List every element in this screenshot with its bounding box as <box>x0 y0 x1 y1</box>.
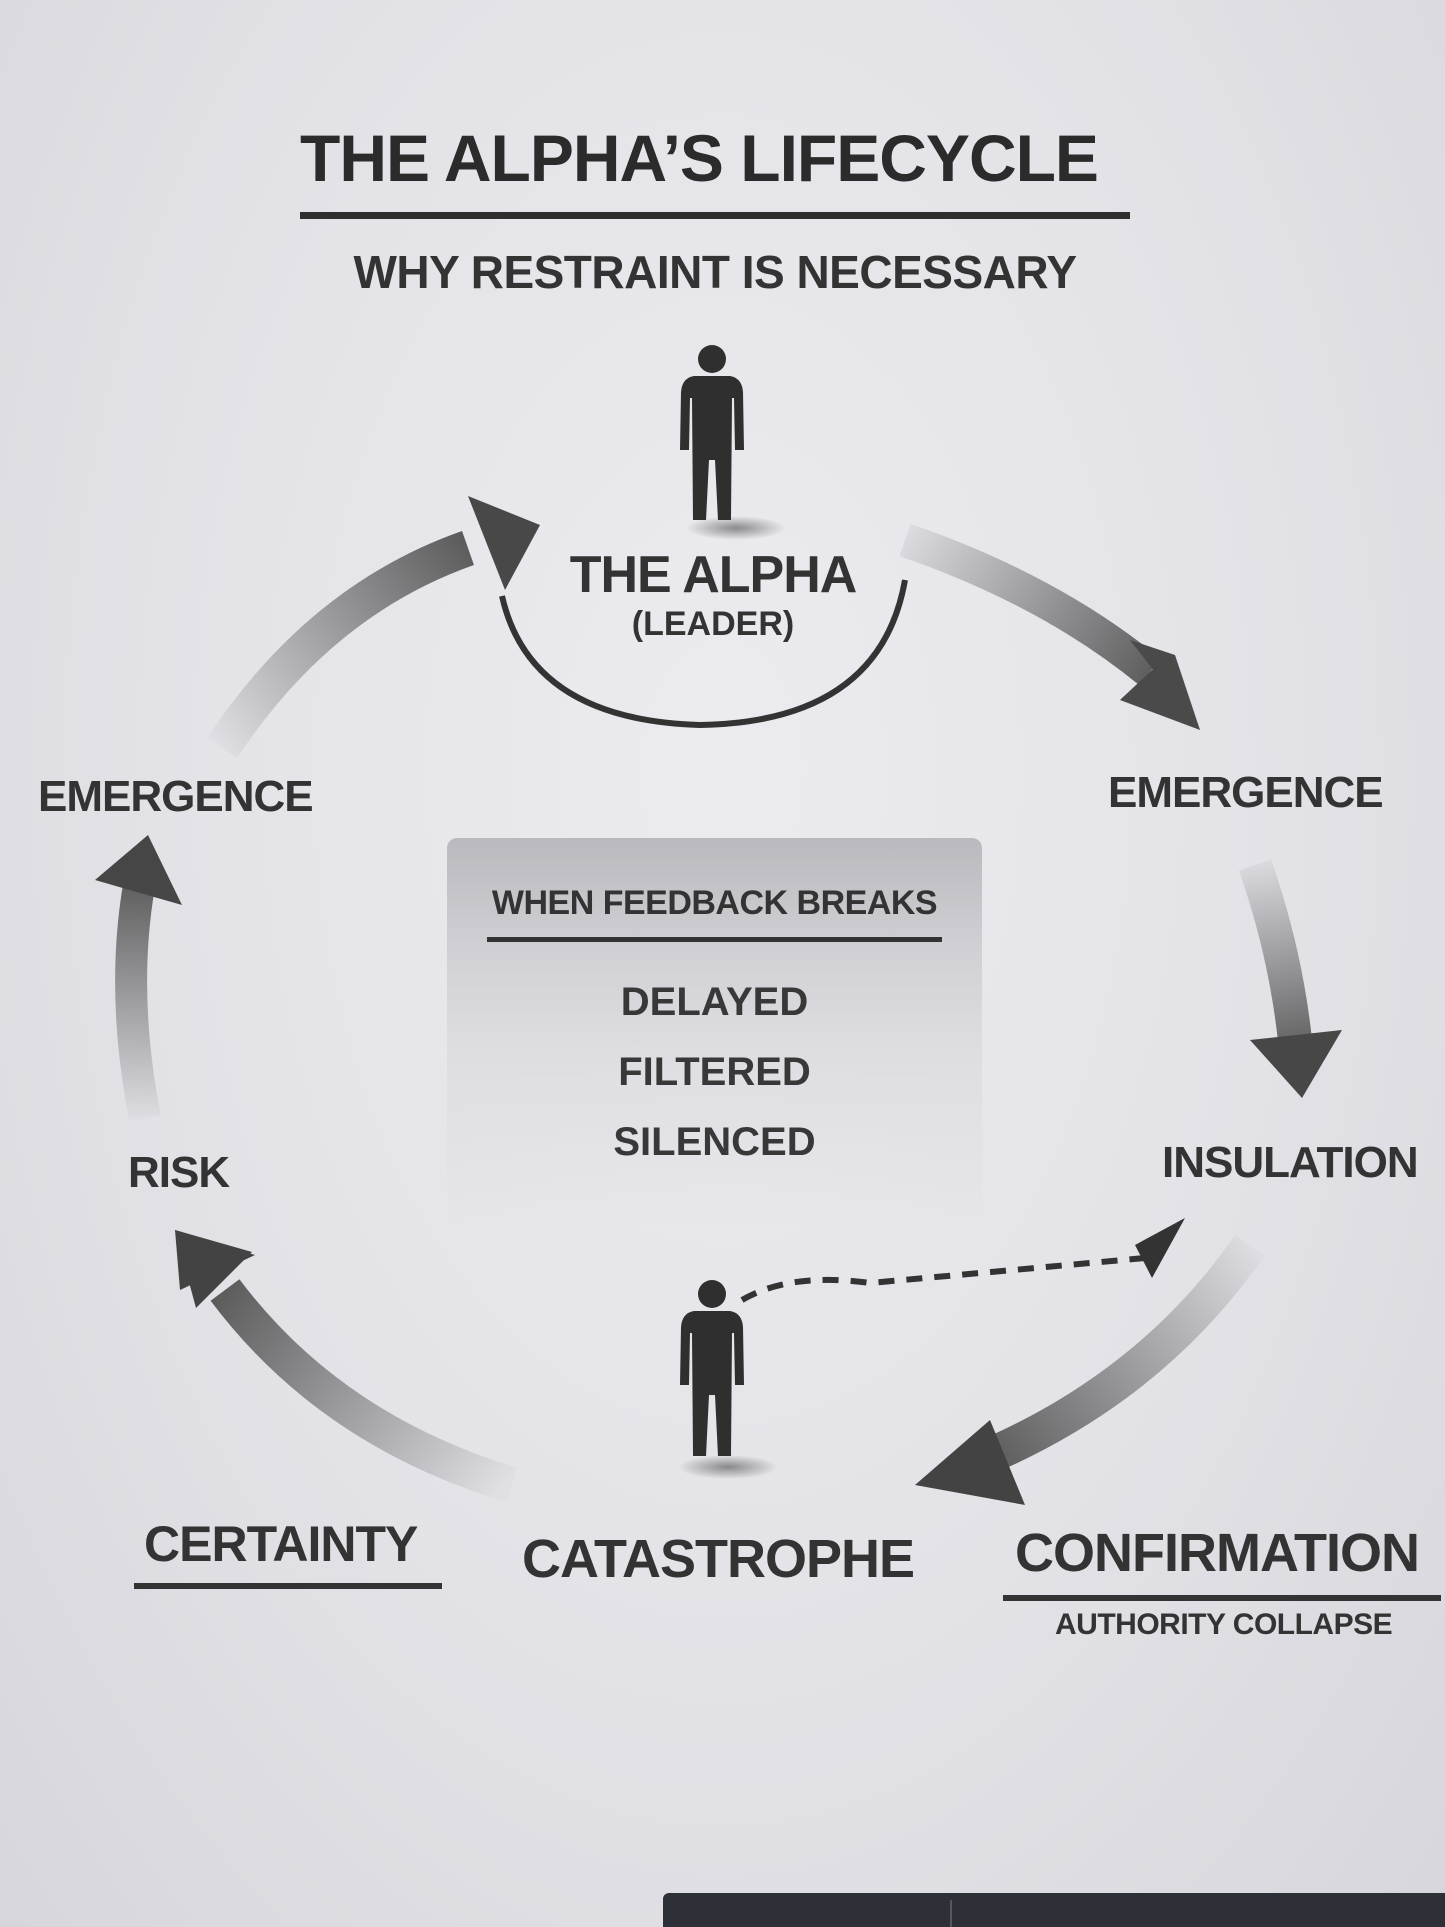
stage-certainty: CERTAINTY <box>144 1516 418 1572</box>
feedback-item-filtered: FILTERED <box>618 1050 811 1094</box>
stage-catastrophe: CATASTROPHE <box>522 1529 915 1589</box>
feedback-panel <box>447 838 982 1228</box>
stage-emergence-right: EMERGENCE <box>1108 768 1384 817</box>
arrow-emergence-to-alpha <box>206 496 540 758</box>
stage-confirmation: CONFIRMATION <box>1015 1523 1420 1583</box>
person-silhouette-icon <box>680 345 786 540</box>
certainty-underline <box>134 1583 442 1589</box>
confirmation-subtitle: AUTHORITY COLLAPSE <box>1055 1608 1393 1641</box>
alpha-label: THE ALPHA <box>569 546 858 604</box>
arrow-emergence-to-insulation <box>1238 859 1342 1098</box>
confirmation-underline <box>1003 1595 1441 1601</box>
alpha-base-arc <box>499 579 908 729</box>
dotted-feedback-arrow <box>740 1218 1185 1303</box>
page-subtitle: WHY RESTRAINT IS NECESSARY <box>353 246 1077 298</box>
person-silhouette-icon <box>678 1280 778 1479</box>
taskbar-divider <box>950 1900 952 1927</box>
title-underline <box>300 212 1130 219</box>
feedback-panel-divider <box>487 937 942 942</box>
arrow-catastrophe-to-risk <box>175 1230 518 1503</box>
page-title: THE ALPHA’S LIFECYCLE <box>300 121 1099 195</box>
feedback-item-silenced: SILENCED <box>613 1120 816 1164</box>
stage-insulation: INSULATION <box>1162 1138 1419 1187</box>
stage-risk: RISK <box>128 1148 230 1197</box>
arrow-alpha-to-emergence <box>899 523 1200 730</box>
screen-taskbar-edge <box>663 1893 1445 1927</box>
arrow-risk-to-emergence <box>95 835 182 1122</box>
stage-emergence-left: EMERGENCE <box>38 772 314 821</box>
feedback-item-delayed: DELAYED <box>620 980 809 1024</box>
alpha-role-label: (LEADER) <box>631 605 795 643</box>
feedback-panel-heading: WHEN FEEDBACK BREAKS <box>491 884 938 922</box>
arrow-insulation-to-confirmation <box>915 1234 1265 1505</box>
